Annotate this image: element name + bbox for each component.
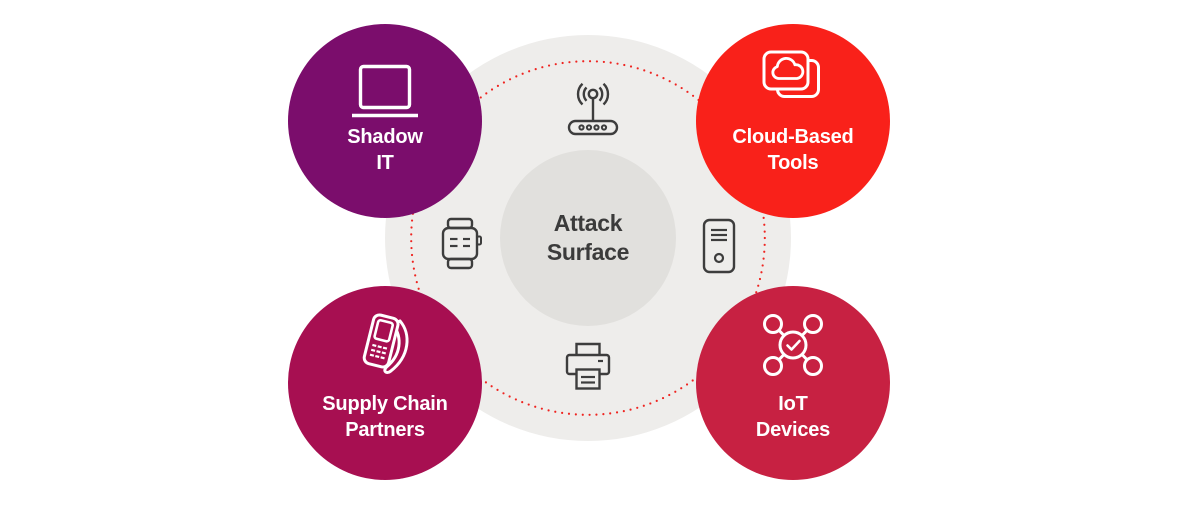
printer-icon bbox=[565, 342, 611, 390]
center-label: Attack Surface bbox=[546, 209, 630, 267]
node-shadow-it: Shadow IT bbox=[288, 24, 482, 218]
wifi-router-icon bbox=[567, 82, 619, 136]
attack-surface-core: Attack Surface bbox=[500, 150, 676, 326]
node-label-line2: Tools bbox=[767, 152, 819, 174]
node-label: Supply Chain Partners bbox=[288, 391, 482, 443]
dotted-perimeter-ring bbox=[410, 60, 766, 416]
node-label: IoT Devices bbox=[696, 391, 890, 443]
node-cloud-based-tools: Cloud-Based Tools bbox=[696, 24, 890, 218]
laptop-icon bbox=[352, 64, 418, 118]
node-label-line2: IT bbox=[376, 152, 394, 174]
node-label-line2: Partners bbox=[345, 419, 425, 441]
desktop-tower-icon bbox=[702, 218, 736, 274]
node-label-line1: Supply Chain bbox=[322, 393, 448, 415]
smartwatch-icon bbox=[441, 217, 482, 270]
node-label-line1: Cloud-Based bbox=[732, 126, 854, 148]
node-label-line2: Devices bbox=[755, 419, 831, 441]
cloud-apps-icon bbox=[762, 50, 820, 98]
node-label: Shadow IT bbox=[288, 124, 482, 176]
mobile-device-icon bbox=[362, 313, 409, 374]
node-label-line1: IoT bbox=[778, 393, 808, 415]
center-label-line1: Attack bbox=[553, 210, 623, 236]
node-iot-devices: IoT Devices bbox=[696, 286, 890, 480]
node-label-line1: Shadow bbox=[347, 126, 423, 148]
node-label: Cloud-Based Tools bbox=[696, 124, 890, 176]
node-supply-chain-partners: Supply Chain Partners bbox=[288, 286, 482, 480]
dotted-ring-circle bbox=[410, 60, 766, 416]
center-label-line2: Surface bbox=[546, 239, 630, 265]
iot-network-icon bbox=[763, 314, 823, 376]
